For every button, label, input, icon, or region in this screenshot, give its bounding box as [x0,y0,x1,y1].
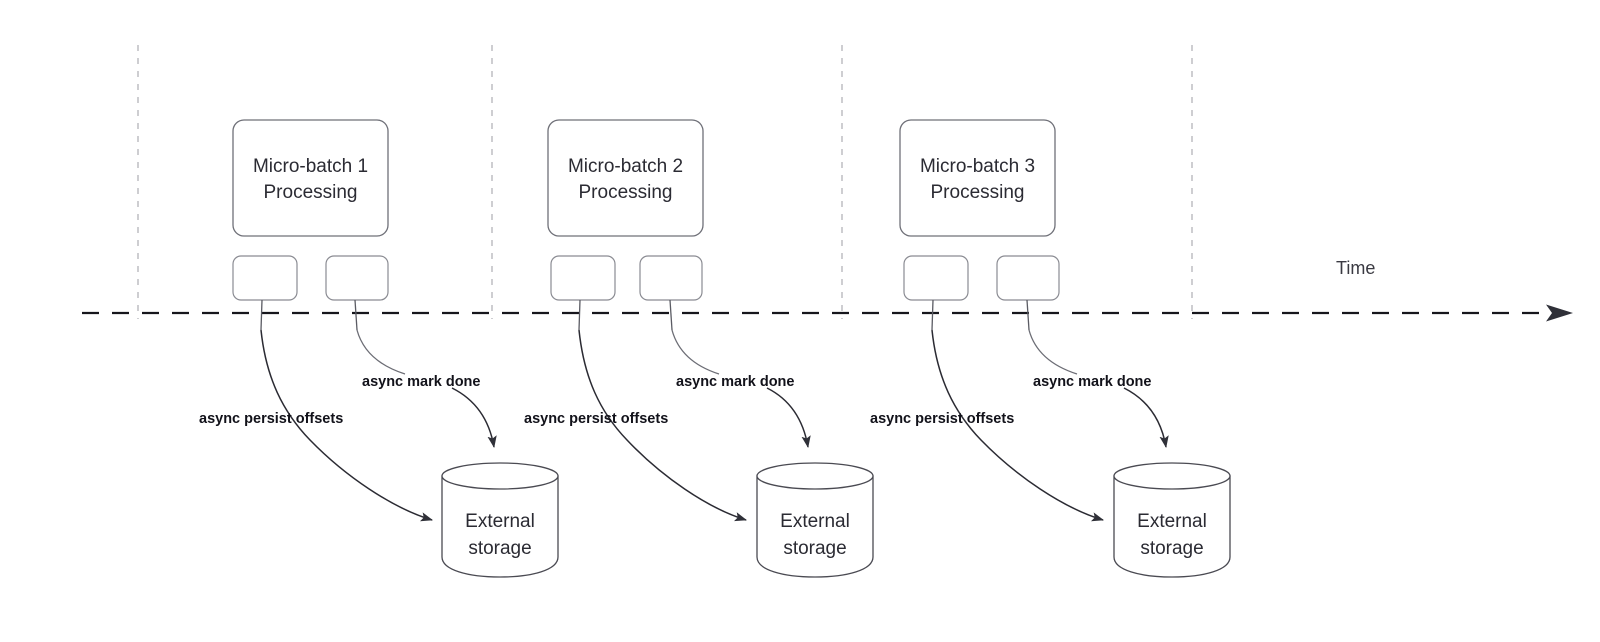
external-storage-3[interactable]: External storage [1113,462,1231,578]
external-storage-3-label-line1: External [1137,511,1207,532]
time-axis: Time [82,258,1573,322]
task-box-2a[interactable] [550,255,616,301]
external-storage-1[interactable]: External storage [441,462,559,578]
flow-arrow-mark-done-1-b [451,387,497,449]
flow-arrow-persist-offsets-3 [931,329,1105,522]
task-box-2a-stem [578,299,581,331]
micro-batch-group-1: Micro-batch 1 Processing async persist o… [199,119,559,578]
time-axis-label: Time [1336,258,1375,278]
external-storage-2-label-line2: storage [783,538,846,559]
task-box-1b[interactable] [325,255,389,301]
flow-arrow-persist-offsets-1 [260,329,434,522]
task-box-1a-stem [260,299,263,331]
external-storage-2-body [756,475,874,578]
task-box-3b-stem [1026,299,1030,331]
task-box-3b[interactable] [996,255,1060,301]
flow-label-persist-offsets-1: async persist offsets [199,411,343,427]
flow-arrow-mark-done-2-b [766,387,811,449]
external-storage-1-top [441,462,559,490]
flow-arrow-mark-done-3-a [1028,329,1078,375]
task-box-2b-stem [669,299,673,331]
process-box-3[interactable] [899,119,1056,237]
process-box-2[interactable] [547,119,704,237]
task-box-3a[interactable] [903,255,969,301]
micro-batch-group-3: Micro-batch 3 Processing async persist o… [870,119,1231,578]
external-storage-3-label-line2: storage [1140,538,1203,559]
arrow-right-icon [1546,304,1573,322]
process-box-1[interactable] [232,119,389,237]
external-storage-1-label-line2: storage [468,538,531,559]
flow-label-persist-offsets-2: async persist offsets [524,411,668,427]
process-box-2-label-line2: Processing [579,182,673,203]
external-storage-1-body [441,475,559,578]
flow-arrow-mark-done-2-a [671,329,720,375]
process-box-1-label-line1: Micro-batch 1 [253,156,368,177]
task-box-1a[interactable] [232,255,298,301]
external-storage-2[interactable]: External storage [756,462,874,578]
flow-label-persist-offsets-3: async persist offsets [870,411,1014,427]
external-storage-2-top [756,462,874,490]
external-storage-3-body [1113,475,1231,578]
flow-label-mark-done-1: async mark done [362,374,480,390]
micro-batch-group-2: Micro-batch 2 Processing async persist o… [524,119,874,578]
flow-label-mark-done-3: async mark done [1033,374,1151,390]
process-box-3-label-line1: Micro-batch 3 [920,156,1035,177]
process-box-1-label-line2: Processing [264,182,358,203]
flow-arrow-mark-done-3-b [1123,387,1169,449]
external-storage-2-label-line1: External [780,511,850,532]
task-box-2b[interactable] [639,255,703,301]
external-storage-3-top [1113,462,1231,490]
process-box-2-label-line1: Micro-batch 2 [568,156,683,177]
task-box-3a-stem [931,299,934,331]
external-storage-1-label-line1: External [465,511,535,532]
flow-arrow-mark-done-1-a [356,329,406,375]
process-box-3-label-line2: Processing [931,182,1025,203]
task-box-1b-stem [354,299,358,331]
flow-label-mark-done-2: async mark done [676,374,794,390]
flow-arrow-persist-offsets-2 [578,329,748,522]
